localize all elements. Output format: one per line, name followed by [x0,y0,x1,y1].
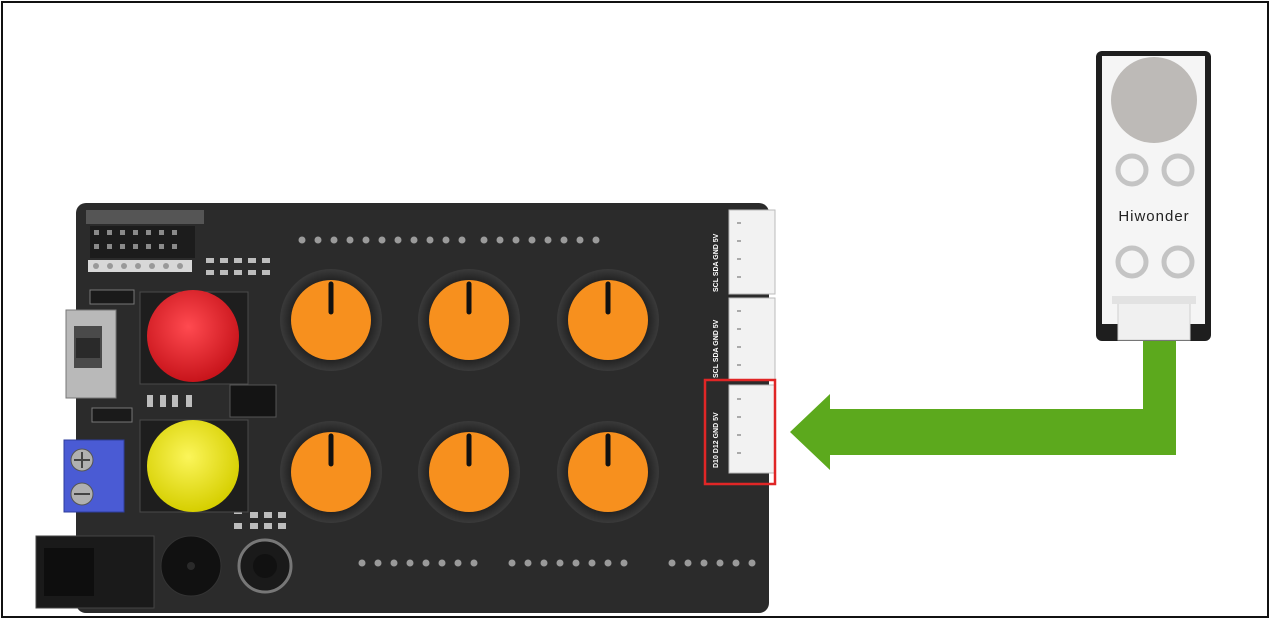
header-holes-bottom [358,559,756,567]
expansion-board: SCL SDA GND 5V SCL SDA GND 5V D10 D12 GN… [35,203,776,613]
port-label: D10 D12 GND 5V [713,412,720,468]
potentiometer-knob [557,269,659,371]
potentiometer-knob [280,421,382,523]
port-label: SCL SDA GND 5V [713,233,720,292]
red-button [139,290,249,385]
mounting-hole [1115,245,1149,279]
mounting-hole [1161,245,1195,279]
brand-logo: Hiwonder [1118,208,1189,225]
mounting-hole [1161,153,1195,187]
yellow-button [139,419,249,513]
module-connector [1117,299,1191,341]
port-connector: SCL SDA GND 5V [713,209,776,295]
header-holes-top [298,236,600,244]
dc-power-jack [35,535,155,609]
sensor-module: Hiwonder [1096,51,1211,341]
potentiometer-knob [280,269,382,371]
port-label: SCL SDA GND 5V [713,319,720,378]
potentiometer-knob [418,269,520,371]
connection-arrow [790,338,1176,470]
light-sensor [237,538,293,594]
screw-terminal [63,439,125,513]
sensor-element [1111,57,1197,143]
pin-header [86,210,204,272]
potentiometer-knob [418,421,520,523]
port-connector: SCL SDA GND 5V [713,297,776,381]
mounting-hole [1115,153,1149,187]
slide-switch [65,309,117,399]
highlight-box [703,378,777,486]
potentiometer-knob [557,421,659,523]
port-connector-d10-d12: D10 D12 GND 5V [713,384,776,474]
smd-components [89,258,286,529]
